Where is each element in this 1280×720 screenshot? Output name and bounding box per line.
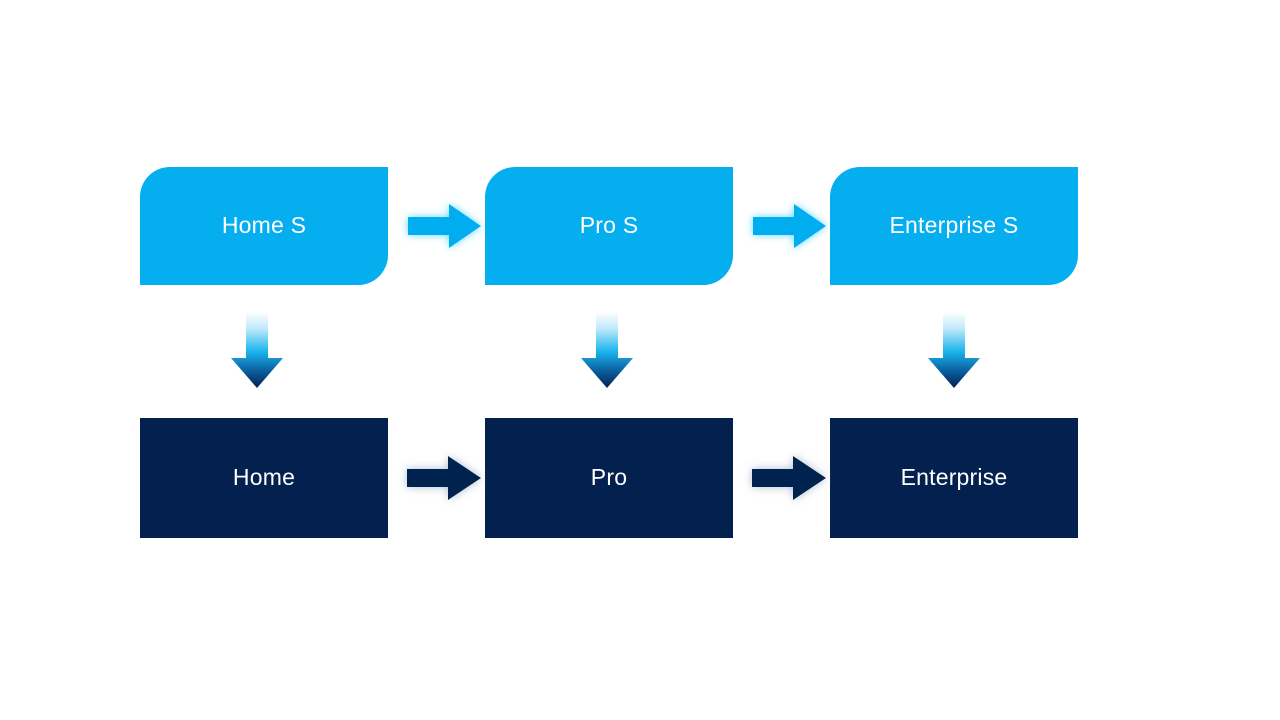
arrow-home-to-pro xyxy=(403,452,485,504)
arrow-pro-to-enterprise xyxy=(748,452,830,504)
arrow-home-s-to-home xyxy=(228,310,286,390)
node-home-s-label: Home S xyxy=(221,211,307,238)
arrow-enterprise-s-to-enterprise xyxy=(925,310,983,390)
node-enterprise-label: Enterprise xyxy=(900,463,1008,490)
node-enterprise-s-label: Enterprise S xyxy=(889,211,1019,238)
node-pro[interactable]: Pro xyxy=(485,418,733,538)
node-enterprise[interactable]: Enterprise xyxy=(830,418,1078,538)
node-home-s[interactable]: Home S xyxy=(140,167,388,285)
node-pro-s-label: Pro S xyxy=(579,211,639,238)
node-home-label: Home xyxy=(232,463,296,490)
arrow-home-s-to-pro-s xyxy=(405,200,485,252)
arrow-pro-s-to-pro xyxy=(578,310,636,390)
node-pro-s[interactable]: Pro S xyxy=(485,167,733,285)
node-home[interactable]: Home xyxy=(140,418,388,538)
node-enterprise-s[interactable]: Enterprise S xyxy=(830,167,1078,285)
node-pro-label: Pro xyxy=(590,463,628,490)
arrow-pro-s-to-enterprise-s xyxy=(750,200,830,252)
